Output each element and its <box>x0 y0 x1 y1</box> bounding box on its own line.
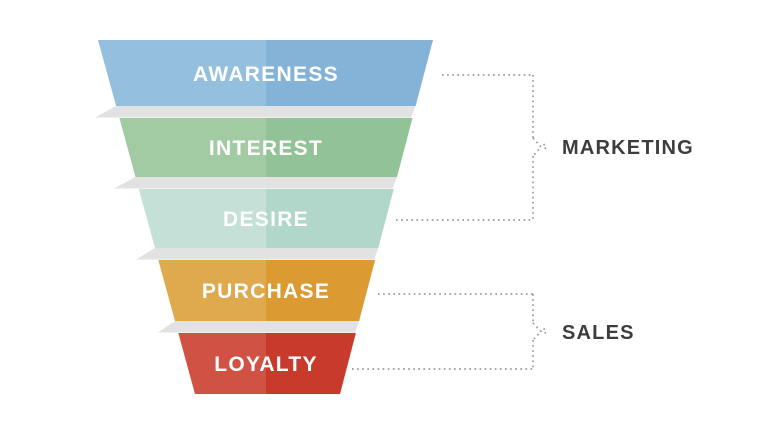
stage-awareness-left-half <box>98 40 266 106</box>
stage-loyalty-label: LOYALTY <box>214 353 318 376</box>
connector-brackets <box>352 74 548 370</box>
stage-loyalty <box>178 333 356 394</box>
stage-desire <box>138 189 394 248</box>
marketing-bracket-chevron-tip <box>542 143 548 151</box>
gap-band-2 <box>114 177 397 189</box>
stage-interest-left-half <box>119 118 267 177</box>
stage-desire-left-half <box>138 189 266 248</box>
sales-bracket-chevron <box>532 322 543 341</box>
stage-awareness-right-half <box>266 40 433 106</box>
sales-bracket <box>352 293 548 370</box>
sales-bracket-chevron-tip <box>542 327 548 336</box>
stage-interest-right-half <box>266 118 413 177</box>
marketing-bracket <box>396 74 548 221</box>
stage-purchase <box>158 260 376 321</box>
stage-awareness-label: AWARENESS <box>193 63 339 86</box>
gap-band-4 <box>158 321 360 333</box>
stage-loyalty-right-half <box>266 333 356 394</box>
marketing-bracket-chevron <box>532 137 543 157</box>
marketing-label: MARKETING <box>562 137 694 159</box>
funnel-stages <box>98 40 433 394</box>
stage-purchase-right-half <box>266 260 376 321</box>
stage-interest-label: INTEREST <box>209 137 323 160</box>
sales-label: SALES <box>562 322 635 344</box>
group-labels: MARKETING SALES <box>562 137 694 344</box>
funnel-gap-bands <box>95 106 416 333</box>
stage-loyalty-left-half <box>178 333 266 394</box>
stage-awareness <box>98 40 433 106</box>
stage-labels: AWARENESS INTEREST DESIRE PURCHASE LOYAL… <box>193 63 339 376</box>
stage-desire-right-half <box>266 189 394 248</box>
stage-purchase-label: PURCHASE <box>202 280 330 303</box>
stage-desire-label: DESIRE <box>223 208 309 231</box>
gap-band-1 <box>95 106 416 118</box>
stage-purchase-left-half <box>158 260 266 321</box>
stage-interest <box>119 118 413 177</box>
gap-band-3 <box>136 248 379 260</box>
